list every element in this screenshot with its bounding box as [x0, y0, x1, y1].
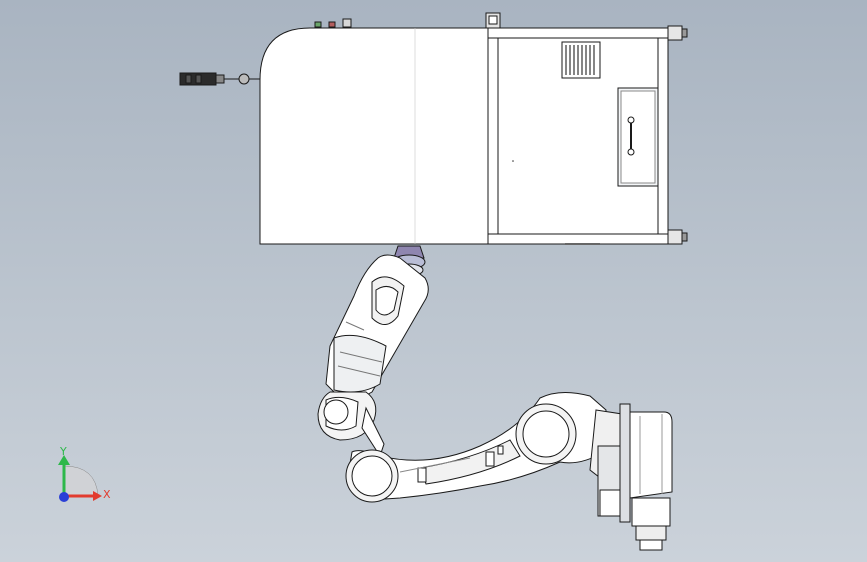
status-lights: [314, 18, 352, 28]
robot-base: [589, 403, 673, 551]
sensor-probe: [179, 72, 260, 86]
cabinet-front-cover: [259, 27, 491, 245]
access-door: [617, 87, 659, 187]
robot-forearm: [325, 254, 429, 397]
leveling-feet: [667, 25, 688, 245]
triad-z-axis: [59, 492, 69, 502]
triad-y-label: Y: [59, 445, 67, 458]
triad-xy-plane: [63, 465, 99, 497]
robot-arm: [317, 245, 673, 551]
triad-x-label: X: [103, 488, 111, 501]
enclosure-cabinet: [259, 12, 688, 245]
shoulder-joint-wheel: [515, 403, 577, 465]
lower-joint-wheel: [345, 449, 399, 503]
coordinate-triad: Y X: [58, 445, 111, 502]
elbow-joint: [317, 391, 385, 458]
vent-grille: [561, 41, 601, 79]
